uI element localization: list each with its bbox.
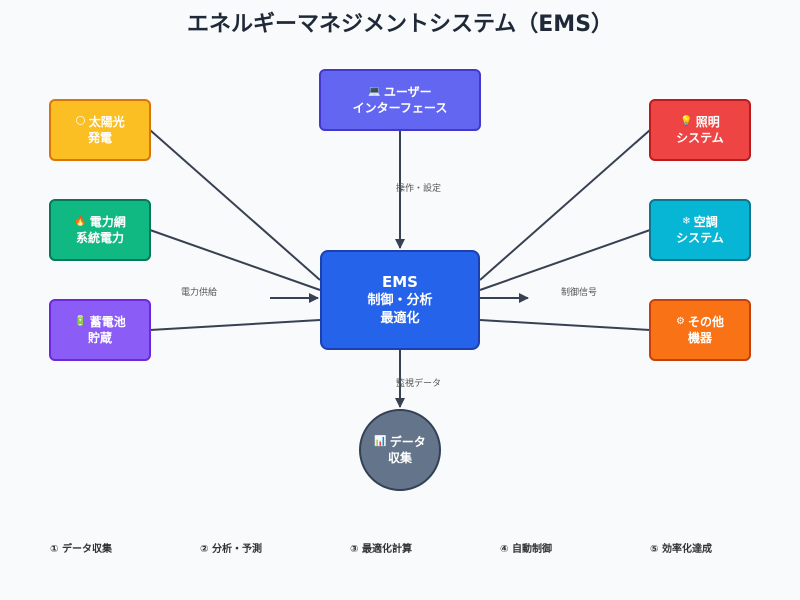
node-hvac-line1: 空調 [693, 215, 718, 229]
node-battery-line2: 貯蔵 [87, 331, 112, 345]
step-3: ③ 最適化計算 [350, 544, 412, 555]
node-solar-line2: 発電 [87, 131, 112, 145]
node-ems-center[interactable]: EMS 制御・分析 最適化 [320, 250, 480, 350]
node-ui-line1: ユーザー [383, 85, 432, 99]
label-operation: 操作・設定 [396, 184, 442, 194]
node-user-interface[interactable]: 💻ユーザー インターフェース [319, 69, 481, 131]
step-4: ④ 自動制御 [500, 544, 552, 555]
laptop-icon: 💻 [368, 86, 381, 97]
node-other-line2: 機器 [687, 331, 712, 345]
node-lighting[interactable]: 💡照明 システム [649, 99, 751, 161]
node-ui-line2: インターフェース [352, 101, 448, 115]
line-ems-lighting [479, 129, 651, 281]
step-5: ⑤ 効率化達成 [650, 544, 712, 555]
node-grid-line2: 系統電力 [75, 231, 124, 245]
fire-icon: 🔥 [74, 216, 87, 227]
label-control-signal: 制御信号 [561, 288, 598, 298]
line-battery-ems [149, 319, 321, 331]
node-battery[interactable]: 🔋蓄電池 貯蔵 [49, 299, 151, 361]
node-data-line1: データ [389, 435, 426, 449]
step-2: ② 分析・予測 [200, 544, 262, 555]
gear-icon: ⚙ [676, 316, 685, 327]
node-data-collection[interactable]: 📊データ 収集 [359, 409, 441, 491]
node-solar-line1: 太陽光 [88, 115, 125, 129]
node-lighting-line1: 照明 [695, 115, 720, 129]
ems-line2: 制御・分析 [367, 293, 433, 308]
step-1: ① データ収集 [50, 544, 112, 555]
lightbulb-icon: 💡 [680, 116, 693, 127]
page-title: エネルギーマネジメントシステム（EMS） [186, 12, 614, 37]
label-monitoring: 監視データ [396, 379, 442, 389]
node-grid[interactable]: 🔥電力網 系統電力 [49, 199, 151, 261]
node-other-line1: その他 [687, 315, 724, 329]
line-grid-ems [149, 229, 321, 291]
line-solar-ems [149, 129, 321, 281]
node-hvac-line2: システム [676, 231, 724, 245]
label-power-supply: 電力供給 [181, 288, 218, 298]
battery-icon: 🔋 [74, 316, 87, 327]
sun-icon: 🌕 [75, 116, 86, 127]
node-data-line2: 収集 [387, 451, 412, 465]
node-grid-line1: 電力網 [89, 215, 126, 229]
node-solar[interactable]: 🌕太陽光 発電 [49, 99, 151, 161]
snowflake-icon: ❄ [682, 216, 691, 227]
ems-title: EMS [382, 273, 418, 291]
bar-chart-icon: 📊 [374, 436, 387, 447]
node-battery-line1: 蓄電池 [89, 315, 126, 329]
ems-line3: 最適化 [380, 311, 420, 326]
process-steps: ① データ収集 ② 分析・予測 ③ 最適化計算 ④ 自動制御 ⑤ 効率化達成 [0, 540, 800, 555]
node-other-devices[interactable]: ⚙その他 機器 [649, 299, 751, 361]
node-hvac[interactable]: ❄空調 システム [649, 199, 751, 261]
line-ems-hvac [479, 229, 651, 291]
node-lighting-line2: システム [676, 131, 724, 145]
line-ems-other [479, 319, 651, 331]
